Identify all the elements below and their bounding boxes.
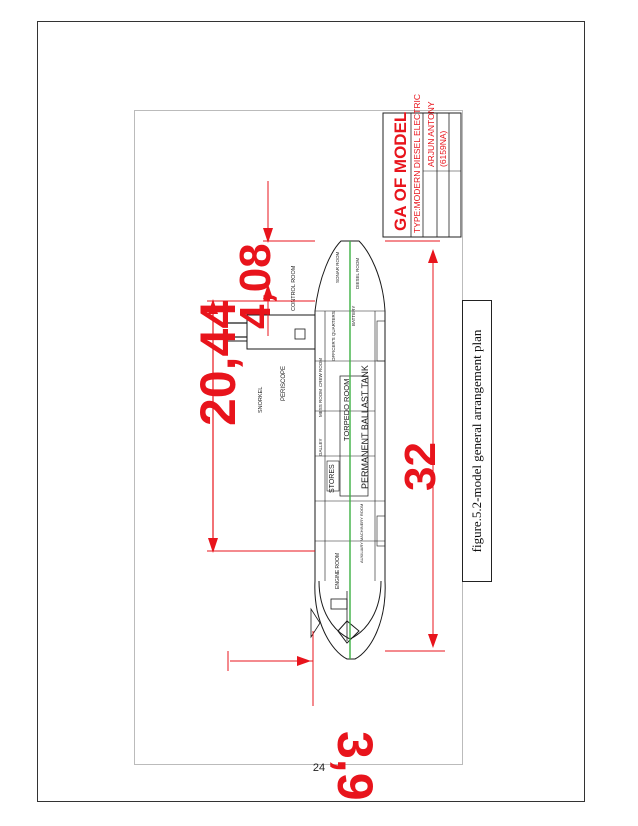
label-officers-quarters: OFFICER'S QUARTERS: [331, 311, 336, 361]
page-border: [37, 21, 585, 802]
label-crew-room: CREW ROOM: [318, 358, 323, 387]
figure-caption: figure.5.2-model general arrangement pla…: [469, 329, 484, 553]
title-block-author: ARJUN ANTONY: [426, 101, 436, 167]
room-labels: CONTROL ROOM PERISCOPE SNORKEL STORES TO…: [258, 251, 370, 589]
dimension-sail-height: 4,08: [231, 243, 280, 329]
title-block-author-id: (6159NA): [438, 130, 448, 167]
label-galley: GALLEY: [318, 438, 323, 456]
title-block-type: TYPE:MODERN DIESEL ELECTRIC: [412, 94, 422, 233]
label-engine-room: ENGINE ROOM: [335, 553, 341, 589]
title-block: GA OF MODEL TYPE:MODERN DIESEL ELECTRIC …: [382, 94, 462, 238]
drawing-canvas: GA OF MODEL TYPE:MODERN DIESEL ELECTRIC …: [190, 94, 462, 801]
label-battery: BATTERY: [351, 306, 356, 326]
page-number: 24: [312, 762, 326, 774]
label-torpedo-room: TORPEDO ROOM: [342, 379, 351, 441]
dimension-values: 20,44 4,08 32 3,9: [190, 243, 445, 800]
label-auxiliary-machinery-room: AUXILIARY MACHINERY ROOM: [359, 504, 364, 563]
dimension-height-overall: 20,44: [190, 301, 246, 426]
dimension-aft-offset: 3,9: [327, 731, 383, 801]
label-sonar-room: SONAR ROOM: [335, 251, 340, 283]
label-diesel-room: DIESEL ROOM: [355, 258, 360, 289]
dimension-lines: [207, 181, 445, 706]
dimension-length: 32: [396, 442, 445, 491]
label-periscope: PERISCOPE: [281, 366, 287, 401]
label-mess-room: MESS ROOM: [318, 389, 323, 417]
figure-caption-box: figure.5.2-model general arrangement pla…: [462, 300, 492, 582]
label-control-room: CONTROL ROOM: [291, 265, 297, 311]
label-stores: STORES: [329, 464, 336, 493]
general-arrangement-drawing: GA OF MODEL TYPE:MODERN DIESEL ELECTRIC …: [134, 94, 463, 801]
title-block-title: GA OF MODEL: [391, 112, 410, 231]
label-snorkel: SNORKEL: [258, 387, 264, 413]
label-permanent-ballast-tank: PERMANENT BALLAST TANK: [360, 365, 370, 489]
